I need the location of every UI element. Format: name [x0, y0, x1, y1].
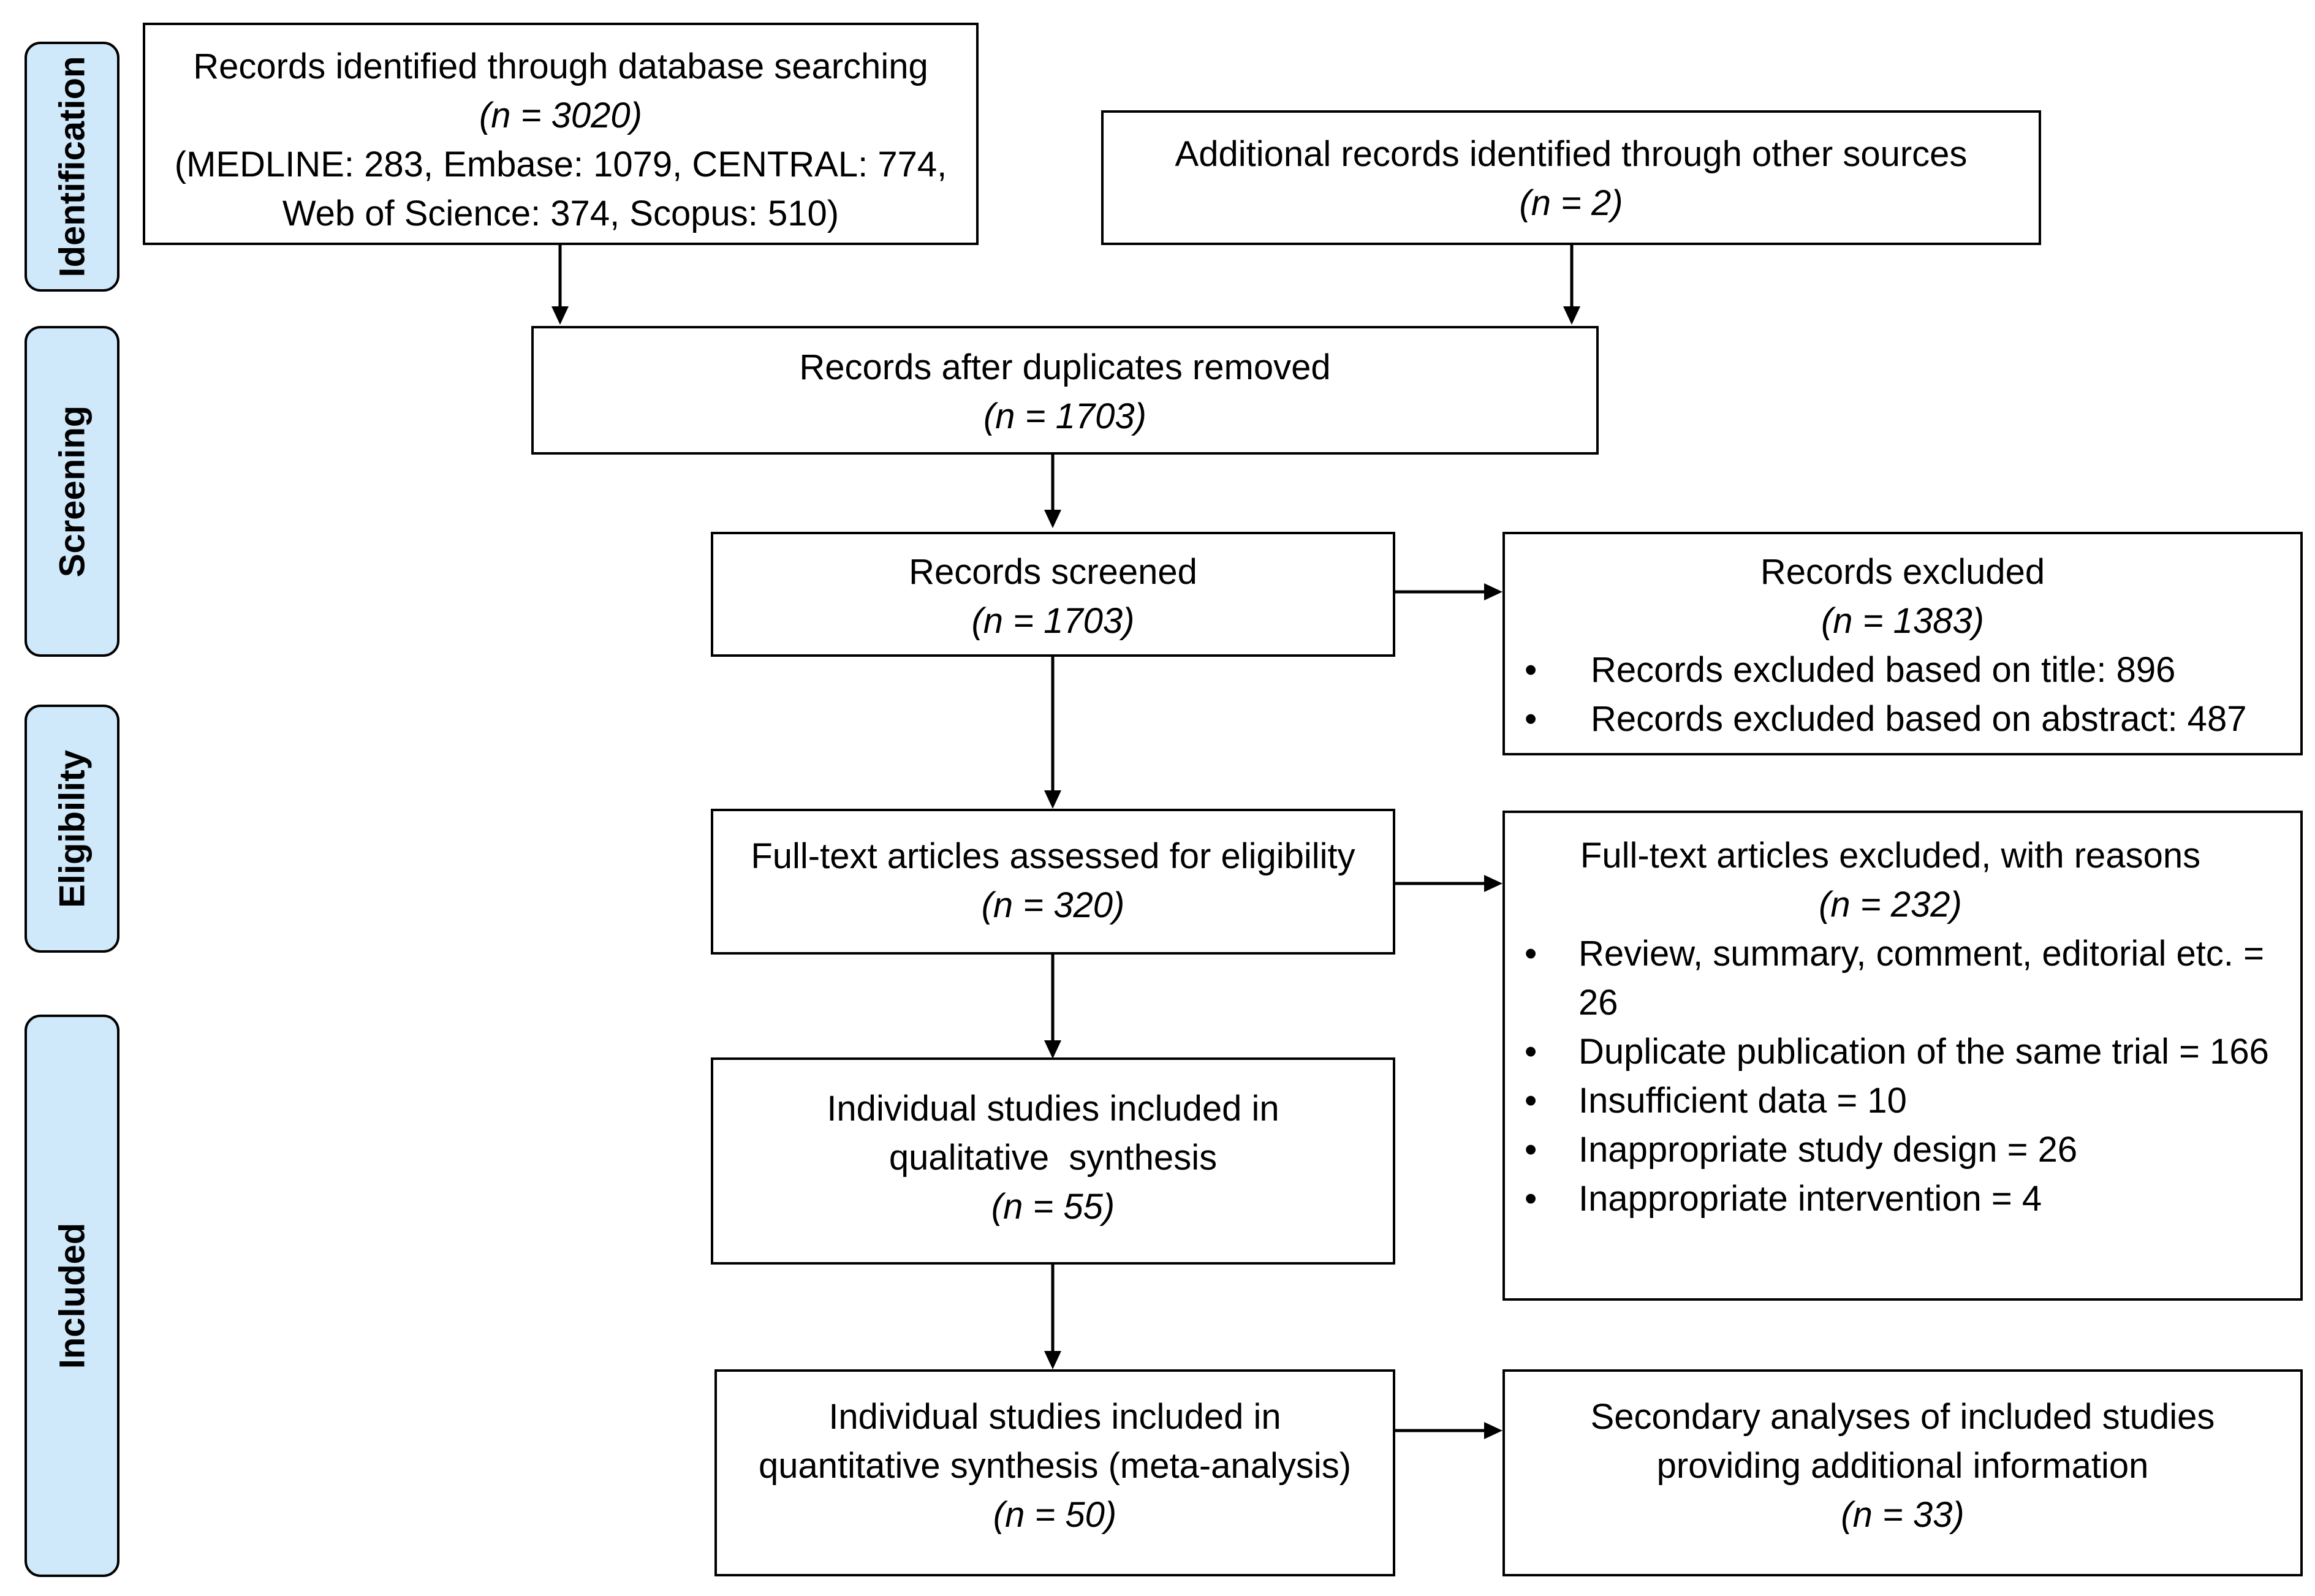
fulltext-excluded-reason: Duplicate publication of the same trial …: [1505, 1027, 2276, 1076]
box-duplicates-removed: Records after duplicates removed (n = 17…: [531, 326, 1599, 455]
fulltext-excluded-count: (n = 232): [1819, 885, 1962, 925]
fulltext-excluded-reason: Inappropriate intervention = 4: [1505, 1174, 2276, 1223]
records-excluded-reasons: Records excluded based on title: 896 Rec…: [1505, 646, 2300, 744]
arrowhead-other-to-dedup: [1563, 306, 1580, 325]
duplicates-removed-count: (n = 1703): [983, 396, 1146, 437]
box-records-excluded: Records excluded (n = 1383) Records excl…: [1502, 532, 2303, 755]
secondary-analyses-title-1: Secondary analyses of included studies: [1590, 1397, 2215, 1437]
arrowhead-qualitative-to-quantitative: [1044, 1351, 1061, 1369]
duplicates-removed-title: Records after duplicates removed: [799, 347, 1331, 387]
records-screened-count: (n = 1703): [971, 601, 1135, 641]
stage-identification: Identification: [25, 42, 119, 292]
database-search-count: (n = 3020): [479, 96, 642, 136]
arrowhead-fulltext-to-excluded: [1484, 875, 1502, 892]
arrowhead-fulltext-to-qualitative: [1044, 1040, 1061, 1059]
box-fulltext-assessed: Full-text articles assessed for eligibil…: [711, 809, 1395, 955]
stage-eligibility: Eligibility: [25, 705, 119, 953]
fulltext-excluded-title: Full-text articles excluded, with reason…: [1580, 836, 2201, 876]
arrowhead-database-to-dedup: [551, 306, 569, 325]
box-quantitative-synthesis: Individual studies included in quantitat…: [714, 1369, 1395, 1576]
secondary-analyses-title-2: providing additional information: [1656, 1446, 2149, 1486]
box-database-search: Records identified through database sear…: [143, 23, 979, 245]
arrowhead-screened-to-fulltext: [1044, 790, 1061, 809]
other-sources-count: (n = 2): [1519, 183, 1623, 224]
records-excluded-count: (n = 1383): [1821, 601, 1984, 641]
box-other-sources: Additional records identified through ot…: [1101, 110, 2041, 245]
arrowhead-quantitative-to-secondary: [1484, 1422, 1502, 1439]
qualitative-synthesis-count: (n = 55): [991, 1187, 1115, 1227]
database-search-detail-2: Web of Science: 374, Scopus: 510): [282, 194, 839, 234]
stage-included: Included: [25, 1015, 119, 1577]
box-fulltext-excluded: Full-text articles excluded, with reason…: [1502, 811, 2303, 1301]
box-qualitative-synthesis: Individual studies included in qualitati…: [711, 1057, 1395, 1265]
stage-screening: Screening: [25, 326, 119, 657]
fulltext-assessed-title: Full-text articles assessed for eligibil…: [751, 836, 1355, 876]
secondary-analyses-count: (n = 33): [1841, 1495, 1965, 1535]
other-sources-title: Additional records identified through ot…: [1175, 134, 1968, 174]
records-excluded-reason: Records excluded based on title: 896: [1505, 646, 2300, 695]
quantitative-synthesis-title-2: quantitative synthesis (meta-analysis): [758, 1446, 1352, 1486]
records-excluded-reason: Records excluded based on abstract: 487: [1505, 695, 2300, 744]
fulltext-excluded-reasons: Review, summary, comment, editorial etc.…: [1505, 929, 2276, 1223]
quantitative-synthesis-title-1: Individual studies included in: [828, 1397, 1281, 1437]
database-search-detail-1: (MEDLINE: 283, Embase: 1079, CENTRAL: 77…: [174, 145, 947, 185]
box-secondary-analyses: Secondary analyses of included studies p…: [1502, 1369, 2303, 1576]
qualitative-synthesis-title-1: Individual studies included in: [827, 1089, 1279, 1129]
fulltext-excluded-reason: Review, summary, comment, editorial etc.…: [1505, 929, 2276, 1027]
records-screened-title: Records screened: [909, 552, 1197, 592]
fulltext-excluded-reason: Insufficient data = 10: [1505, 1076, 2276, 1125]
box-records-screened: Records screened (n = 1703): [711, 532, 1395, 657]
records-excluded-title: Records excluded: [1760, 552, 2045, 592]
fulltext-assessed-count: (n = 320): [981, 885, 1125, 926]
qualitative-synthesis-title-2: qualitative synthesis: [888, 1138, 1218, 1178]
quantitative-synthesis-count: (n = 50): [993, 1495, 1117, 1535]
arrowhead-dedup-to-screened: [1044, 510, 1061, 528]
database-search-title: Records identified through database sear…: [193, 47, 928, 86]
fulltext-excluded-reason: Inappropriate study design = 26: [1505, 1125, 2276, 1174]
arrowhead-screened-to-excluded: [1484, 583, 1502, 600]
